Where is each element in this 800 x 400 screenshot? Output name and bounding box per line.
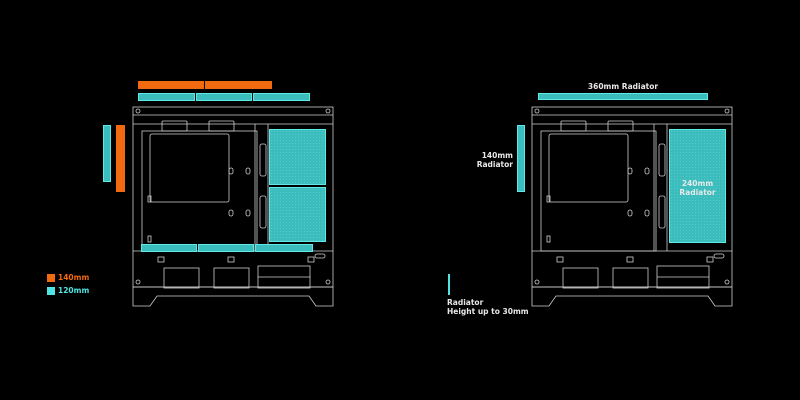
rear-120mm-fan-2	[269, 187, 326, 242]
rear-120mm-fan-1	[269, 129, 326, 185]
legend-label-120mm: 120mm	[58, 286, 90, 295]
side-140mm-radiator	[517, 125, 525, 192]
360mm-radiator-label: 360mm Radiator	[587, 82, 659, 91]
rear-label-line-2: Radiator	[679, 188, 716, 197]
note-line-1: Radiator	[447, 298, 484, 307]
top-120mm-fan-2	[196, 93, 252, 101]
side-140mm-fan	[116, 125, 125, 192]
side-label-line-1: 140mm	[481, 151, 513, 160]
side-120mm-fan	[103, 125, 111, 182]
top-120mm-fan-3	[253, 93, 310, 101]
legend-label-140mm: 140mm	[58, 273, 90, 282]
legend-swatch-140mm	[47, 274, 55, 282]
side-label-line-2: Radiator	[476, 160, 513, 169]
bottom-120mm-fan-2	[198, 244, 254, 252]
top-140mm-fan-2	[205, 81, 272, 89]
rear-label-line-1: 240mm	[681, 179, 714, 188]
radiator-height-marker	[448, 274, 450, 295]
rear-240mm-radiator	[669, 129, 726, 243]
legend-swatch-120mm	[47, 287, 55, 295]
top-140mm-fan-1	[138, 81, 204, 89]
bottom-120mm-fan-3	[255, 244, 313, 252]
240mm-radiator-label: 240mm Radiator	[669, 179, 726, 197]
top-120mm-fan-1	[138, 93, 195, 101]
top-360mm-radiator	[538, 93, 708, 100]
radiator-height-note: Radiator Height up to 30mm	[447, 298, 529, 316]
bottom-120mm-fan-1	[141, 244, 197, 252]
140mm-radiator-label: 140mm Radiator	[470, 151, 513, 169]
note-line-2: Height up to 30mm	[447, 307, 529, 316]
